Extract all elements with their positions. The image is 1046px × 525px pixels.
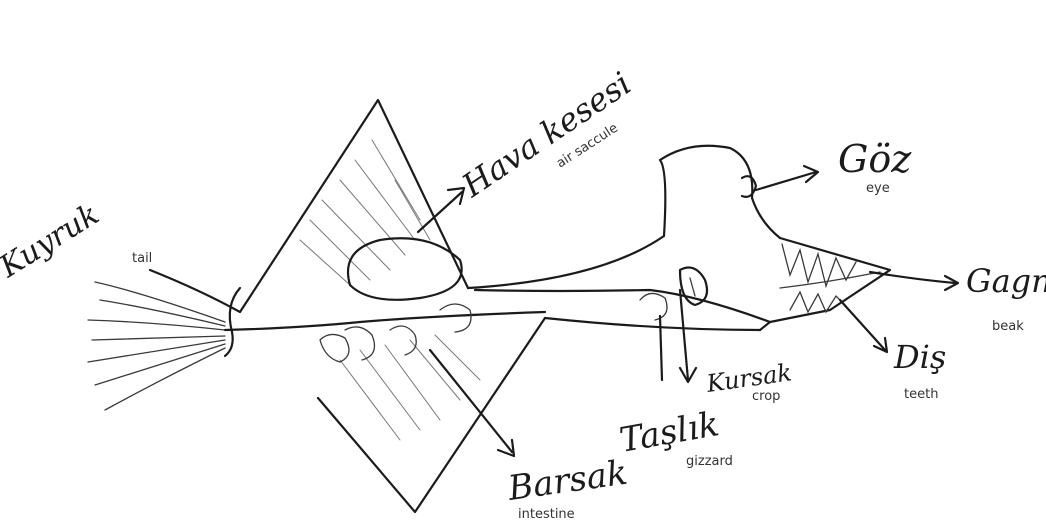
air-saccule-shape xyxy=(348,238,462,300)
label-beak-turkish: Gagn xyxy=(966,262,1046,300)
label-teeth-english: teeth xyxy=(904,387,938,402)
label-intestine-english: intestine xyxy=(518,507,575,522)
label-intestine-turkish: Barsak xyxy=(505,453,630,509)
label-beak-english: beak xyxy=(992,319,1024,334)
label-gizzard-english: gizzard xyxy=(686,454,733,469)
label-crop-english: crop xyxy=(752,389,780,404)
intestine-loops xyxy=(320,293,667,362)
label-tail-english: tail xyxy=(132,251,152,266)
beak-teeth xyxy=(780,244,880,312)
wing-hatching xyxy=(300,140,480,440)
label-teeth-turkish: Diş xyxy=(893,338,946,376)
label-beak: Gagn beak xyxy=(966,262,1046,334)
label-crop: Kursak crop xyxy=(704,358,794,404)
label-eye-turkish: Göz xyxy=(838,137,912,181)
label-tail-turkish: Kuyruk xyxy=(0,197,105,285)
label-teeth: Diş teeth xyxy=(893,338,946,402)
label-gizzard: Taşlık gizzard xyxy=(617,404,733,469)
label-tail: Kuyruk tail xyxy=(0,197,152,285)
label-gizzard-turkish: Taşlık xyxy=(617,404,723,461)
eye-shape xyxy=(742,176,756,197)
crop-shape xyxy=(680,268,707,305)
label-air-saccule: Hava kesesi air saccule xyxy=(454,64,637,205)
label-eye: Göz eye xyxy=(838,137,912,196)
label-eye-english: eye xyxy=(866,181,890,196)
label-intestine: Barsak intestine xyxy=(505,453,630,522)
